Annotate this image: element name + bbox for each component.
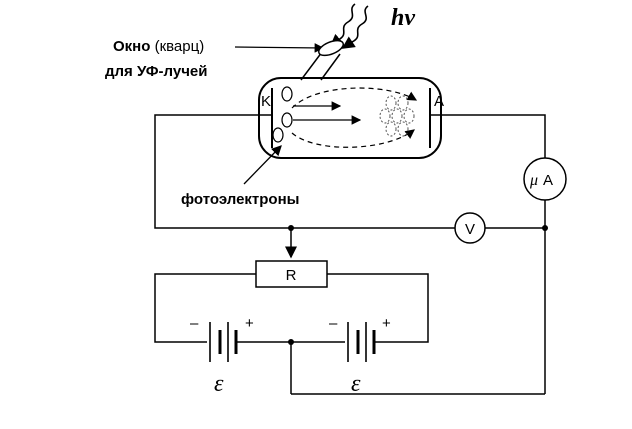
resistor-label: R xyxy=(286,267,297,284)
junction-slider xyxy=(288,225,294,231)
cathode-label: K xyxy=(261,93,271,110)
quartz-window xyxy=(300,39,345,81)
photoelectrons-label: фотоэлектроны xyxy=(181,191,299,208)
microammeter-prefix: μ xyxy=(529,172,538,189)
junction-right xyxy=(542,225,548,231)
voltmeter: V xyxy=(454,212,486,244)
anode-label: A xyxy=(434,93,444,110)
battery-circuit-wires xyxy=(154,273,429,394)
battery-right-plus: + xyxy=(382,315,391,332)
cathode-electrons xyxy=(272,86,293,143)
window-label-line1: Окно (кварц) xyxy=(113,38,204,55)
battery-right-emf: ε xyxy=(351,371,361,397)
battery-right xyxy=(347,322,376,362)
battery-left-emf: ε xyxy=(214,371,224,397)
photoelectrons-pointer xyxy=(243,145,282,185)
measurement-circuit-wires xyxy=(154,114,546,395)
battery-right-minus: – xyxy=(329,315,338,332)
microammeter-unit: A xyxy=(543,172,553,189)
voltmeter-label: V xyxy=(465,221,475,238)
battery-left-minus: – xyxy=(190,315,199,332)
battery-left xyxy=(209,322,238,362)
photon-energy-label: hv xyxy=(391,5,415,31)
anode-electron-cloud xyxy=(379,95,415,137)
window-label-rest: (кварц) xyxy=(150,38,204,55)
photon-rays xyxy=(329,3,369,49)
window-pointer-line xyxy=(234,43,325,53)
window-label-line2: для УФ-лучей xyxy=(105,63,207,80)
electron-paths xyxy=(291,87,418,148)
resistor xyxy=(255,260,328,288)
window-label-bold: Окно xyxy=(113,38,150,55)
battery-left-plus: + xyxy=(245,315,254,332)
vacuum-tube xyxy=(258,77,442,159)
junction-middle xyxy=(288,339,294,345)
microammeter: μ A xyxy=(523,157,567,201)
